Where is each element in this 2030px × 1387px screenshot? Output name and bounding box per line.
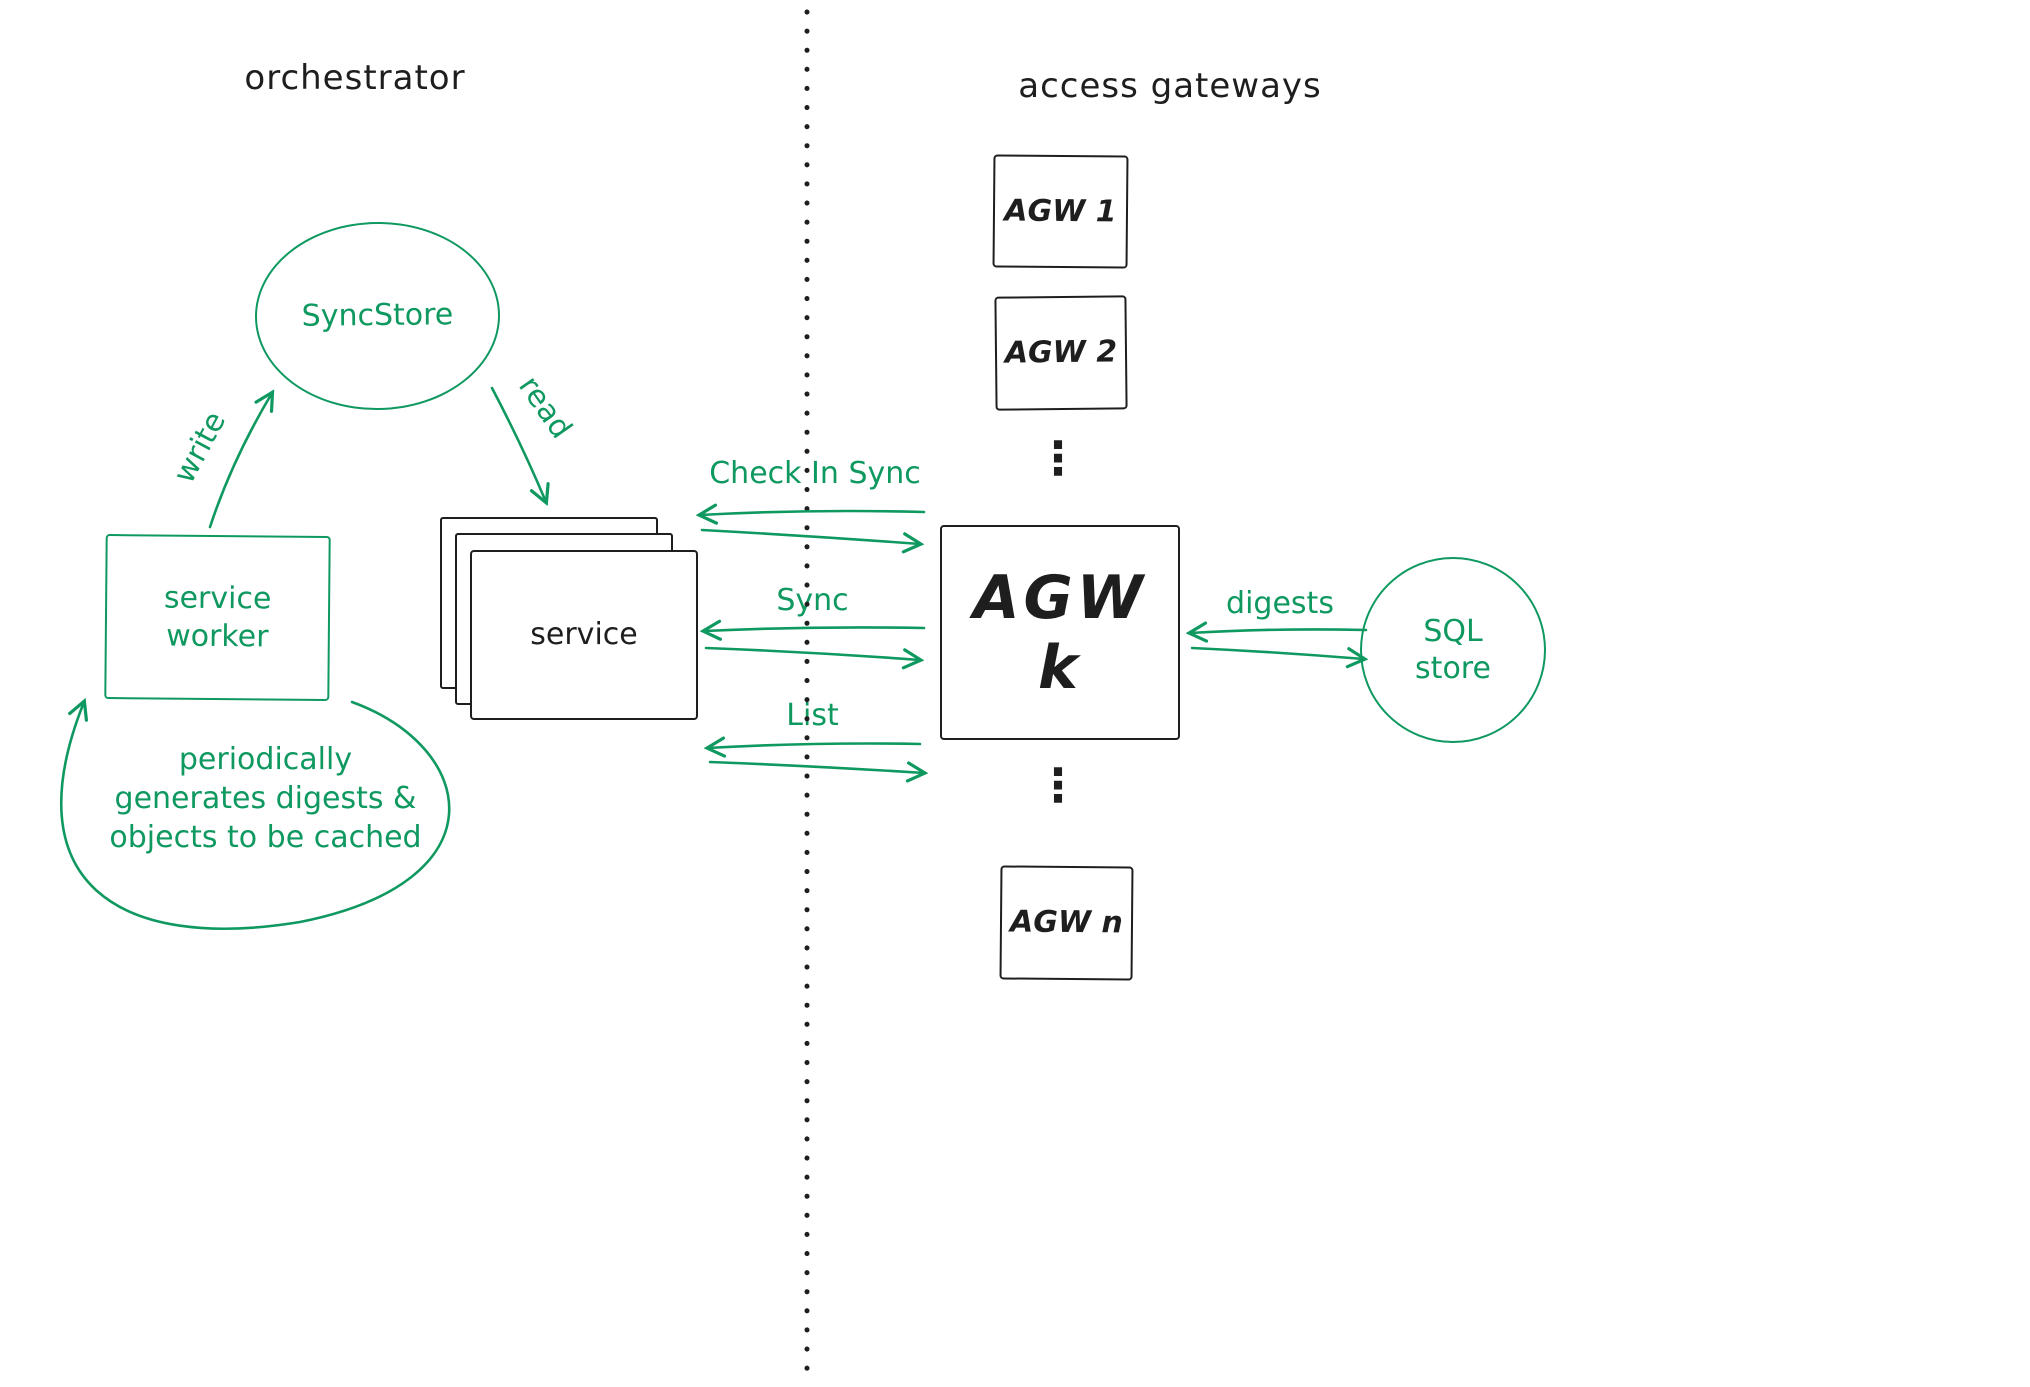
digests-right-arrow (1190, 646, 1364, 659)
check-in-sync-left-arrow (700, 511, 926, 515)
digests-left-arrow (1190, 629, 1368, 633)
agw1-label: AGW 1 (1004, 193, 1117, 230)
sync-right-arrow (704, 646, 920, 660)
periodic-note: periodically generates digests & objects… (109, 742, 422, 855)
orchestrator-header: orchestrator (244, 58, 466, 98)
service-worker-node: service worker (104, 534, 331, 701)
check-in-sync-edge-label: Check In Sync (709, 456, 921, 491)
sql-store-node: SQL store (1360, 557, 1546, 743)
service-worker-label: service worker (163, 580, 272, 654)
list-right-arrow (708, 760, 924, 773)
check-in-sync-right-arrow (700, 528, 920, 544)
sql-store-label: SQL store (1415, 613, 1491, 687)
agw2-node: AGW 2 (994, 295, 1128, 411)
agwk-label: AGW k (973, 562, 1147, 703)
list-edge-label: List (786, 698, 839, 733)
digests-edge-label: digests (1226, 586, 1334, 621)
service-node: service (470, 550, 698, 720)
agwn-label: AGW n (1009, 904, 1124, 941)
agwn-node: AGW n (999, 865, 1134, 981)
agw1-node: AGW 1 (992, 154, 1129, 269)
service-label: service (530, 617, 638, 653)
write-edge-label: write (166, 405, 234, 490)
ellipsis-dots-top: ⋮ (1035, 431, 1081, 485)
syncstore-node: SyncStore (254, 220, 501, 412)
read-edge-label: read (511, 369, 579, 446)
sync-edge-label: Sync (776, 583, 849, 618)
agw2-label: AGW 2 (1004, 334, 1118, 371)
syncstore-label: SyncStore (301, 297, 454, 335)
ellipsis-dots-bottom: ⋮ (1035, 758, 1081, 812)
agwk-node: AGW k (940, 525, 1180, 740)
access-gateways-header: access gateways (1018, 66, 1322, 106)
sync-left-arrow (704, 627, 926, 631)
list-left-arrow (708, 744, 922, 749)
